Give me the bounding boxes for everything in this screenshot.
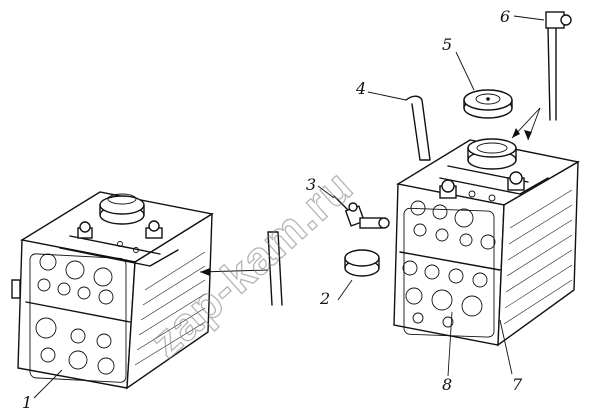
label-7: 7 xyxy=(512,375,523,394)
left-tank xyxy=(11,191,214,390)
part-4-tube xyxy=(367,91,431,161)
label-1: 1 xyxy=(22,393,32,412)
leader-8 xyxy=(447,311,453,377)
right-tank-fittings xyxy=(439,171,525,202)
label-5: 5 xyxy=(442,35,452,54)
left-tank-strap xyxy=(59,235,179,267)
left-tank-side-shading xyxy=(134,251,206,366)
right-tank-panel-divider xyxy=(399,251,501,271)
right-tank xyxy=(393,138,580,347)
part-2-cap xyxy=(337,249,380,301)
part-6-long-tube xyxy=(511,11,572,141)
label-2: 2 xyxy=(319,289,330,308)
left-tank-filler-cap xyxy=(99,193,145,225)
label-3: 3 xyxy=(306,175,316,194)
left-tank-panel-divider xyxy=(25,301,131,323)
label-8: 8 xyxy=(442,375,452,394)
label-6: 6 xyxy=(500,7,510,26)
label-4: 4 xyxy=(355,79,366,98)
left-tank-fittings xyxy=(77,220,163,253)
connecting-line xyxy=(199,231,283,306)
left-tank-bracket xyxy=(11,279,21,299)
right-tank-embossing xyxy=(402,200,496,328)
left-tank-embossing xyxy=(35,253,115,375)
right-tank-filler-neck xyxy=(467,138,517,170)
leader-1 xyxy=(33,369,63,399)
part-5-filler-cap xyxy=(455,51,513,119)
leader-7 xyxy=(499,319,513,375)
part-3-valve xyxy=(317,185,390,229)
right-tank-side-shading xyxy=(503,189,573,325)
